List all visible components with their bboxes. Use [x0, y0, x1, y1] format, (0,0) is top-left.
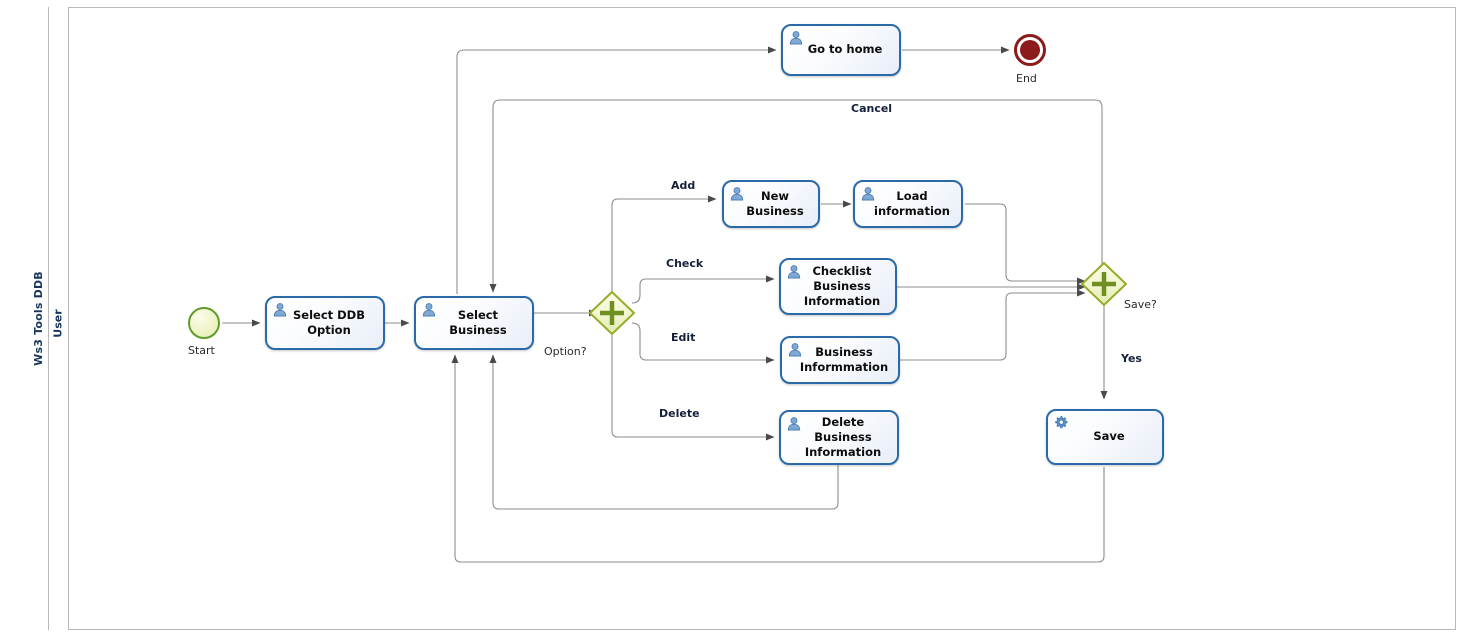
user-icon — [730, 187, 744, 201]
task-new-business[interactable]: New Business — [722, 180, 820, 228]
task-label: Select Business — [449, 307, 507, 337]
task-label: Go to home — [807, 42, 883, 57]
lane-label-user: User — [52, 309, 65, 338]
task-save[interactable]: Save — [1046, 409, 1164, 465]
task-label: Checklist Business Information — [803, 263, 881, 309]
lane-header-user: User — [49, 7, 69, 630]
task-label: Save — [1093, 429, 1125, 444]
user-icon — [861, 187, 875, 201]
user-icon — [789, 31, 803, 45]
task-select-business[interactable]: Select Business — [414, 296, 534, 350]
user-icon — [788, 343, 802, 357]
task-label: New Business — [746, 188, 804, 218]
user-icon — [787, 417, 801, 431]
save-gateway-label: Save? — [1124, 298, 1157, 311]
flow-label-check: Check — [666, 257, 704, 270]
pool-label: Ws3 Tools DDB — [32, 271, 45, 366]
task-load-information[interactable]: Load information — [853, 180, 963, 228]
flow-label-delete: Delete — [659, 407, 700, 420]
task-label: Business Informmation — [799, 344, 889, 374]
task-go-to-home[interactable]: Go to home — [781, 24, 901, 76]
end-event-label: End — [1016, 72, 1037, 85]
end-event[interactable] — [1014, 34, 1046, 66]
flow-label-yes: Yes — [1121, 352, 1142, 365]
task-select-ddb-option[interactable]: Select DDB Option — [265, 296, 385, 350]
flow-label-cancel: Cancel — [851, 102, 893, 115]
start-event-label: Start — [188, 344, 215, 357]
option-gateway-label: Option? — [544, 345, 587, 358]
task-label: Select DDB Option — [293, 307, 365, 337]
end-event-core — [1020, 40, 1040, 60]
task-label: Load information — [874, 188, 950, 218]
user-icon — [787, 265, 801, 279]
pool-header: Ws3 Tools DDB — [29, 7, 49, 630]
flow-label-edit: Edit — [671, 331, 696, 344]
user-icon — [273, 303, 287, 317]
task-business-informmation[interactable]: Business Informmation — [780, 336, 900, 384]
user-icon — [422, 303, 436, 317]
gear-icon — [1055, 416, 1068, 429]
task-delete-business-information[interactable]: Delete Business Information — [779, 410, 899, 465]
start-event[interactable] — [188, 307, 220, 339]
task-label: Delete Business Information — [804, 414, 882, 460]
flow-label-add: Add — [671, 179, 696, 192]
pool-frame — [29, 7, 1456, 630]
task-checklist-business-information[interactable]: Checklist Business Information — [779, 258, 897, 315]
